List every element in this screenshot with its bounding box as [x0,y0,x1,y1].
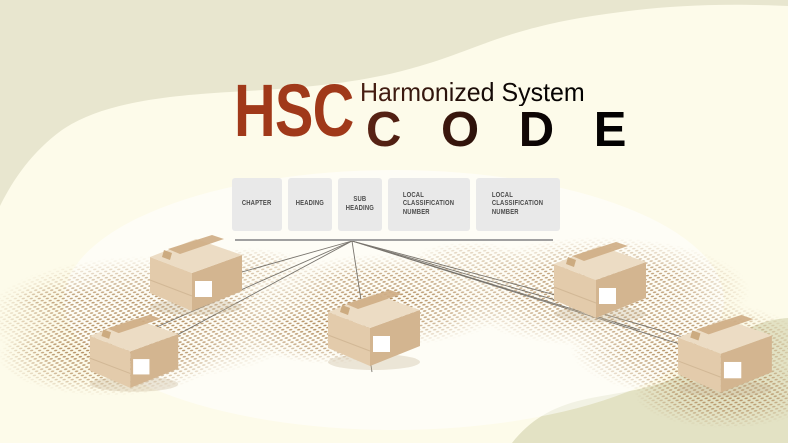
classification-box-local-2-label: LOCAL CLASSIFICATION NUMBER [492,191,544,216]
classification-box-heading[interactable]: HEADING [288,178,332,231]
classification-box-heading-label: HEADING [295,200,325,208]
connector-secondary-right-b [351,240,701,343]
parcel-right-lower [677,314,773,398]
parcel-left-upper [149,234,243,316]
classification-box-local-classification-number-1[interactable]: LOCAL CLASSIFICATION NUMBER [388,178,470,231]
classification-divider-rule [235,239,553,241]
classification-breakdown: CHAPTER HEADING SUB HEADING LOCAL CLASSI… [232,178,562,231]
parcel-right-upper [553,241,647,323]
classification-box-local-classification-number-2[interactable]: LOCAL CLASSIFICATION NUMBER [476,178,560,231]
wave-top-left-shape [0,0,788,206]
classification-box-chapter[interactable]: CHAPTER [232,178,282,231]
classification-box-sub-heading[interactable]: SUB HEADING [338,178,382,231]
classification-box-sub-heading-label: SUB HEADING [345,196,375,212]
parcel-center [327,289,421,371]
parcel-left-lower [89,314,179,393]
classification-box-chapter-label: CHAPTER [242,200,272,208]
classification-box-local-1-label: LOCAL CLASSIFICATION NUMBER [403,191,455,216]
connector-secondary-left-a [149,240,353,331]
